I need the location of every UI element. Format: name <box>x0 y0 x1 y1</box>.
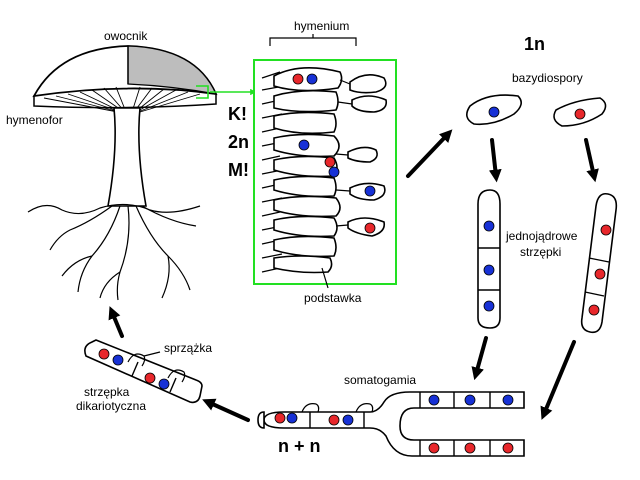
label-n-plus-n: n + n <box>278 436 321 456</box>
arrow-to-dikaryotic <box>202 398 250 422</box>
label-jednojadrowe-1: jednojądrowe <box>505 229 578 243</box>
free-basidiospore-blue <box>466 94 522 126</box>
label-jednojadrowe-2: strzępki <box>520 245 561 259</box>
label-k: K! <box>228 104 247 124</box>
basidiospores-on-basidia <box>335 74 388 237</box>
arrow-to-spores <box>406 129 453 178</box>
basidia-cells <box>273 67 343 274</box>
arrow-red-to-somatogamia <box>540 340 576 420</box>
label-m: M! <box>228 160 249 180</box>
arrow-spore-blue-down <box>488 138 502 183</box>
gill-lines <box>43 86 201 113</box>
hymenium-detail <box>253 34 397 289</box>
label-dikariotyczna: dikariotyczna <box>76 399 146 413</box>
label-owocnik: owocnik <box>104 29 148 43</box>
mycelium <box>49 205 197 301</box>
label-strzepka: strzępka <box>84 385 130 399</box>
somatogamy-hyphae <box>257 391 525 457</box>
label-bazydiospory: bazydiospory <box>512 71 583 85</box>
dikaryotic-hypha <box>84 339 203 404</box>
label-somatogamia: somatogamia <box>344 373 416 387</box>
mushroom-fruiting-body <box>27 45 257 301</box>
label-podstawka: podstawka <box>304 291 362 305</box>
label-hymenium: hymenium <box>294 19 349 33</box>
monokaryotic-hypha-red <box>580 192 618 334</box>
label-2n: 2n <box>228 132 249 152</box>
arrow-to-mushroom <box>108 306 124 338</box>
sprzazka-pointer <box>143 351 161 357</box>
arrow-spore-red-down <box>584 138 599 183</box>
arrow-blue-to-somatogamia <box>471 336 488 381</box>
monokaryotic-hypha-blue <box>477 189 501 329</box>
label-1n: 1n <box>524 34 545 54</box>
label-sprzazka: sprzążka <box>164 341 212 355</box>
label-hymenofor: hymenofor <box>6 113 63 127</box>
free-basidiospore-red <box>553 97 607 127</box>
